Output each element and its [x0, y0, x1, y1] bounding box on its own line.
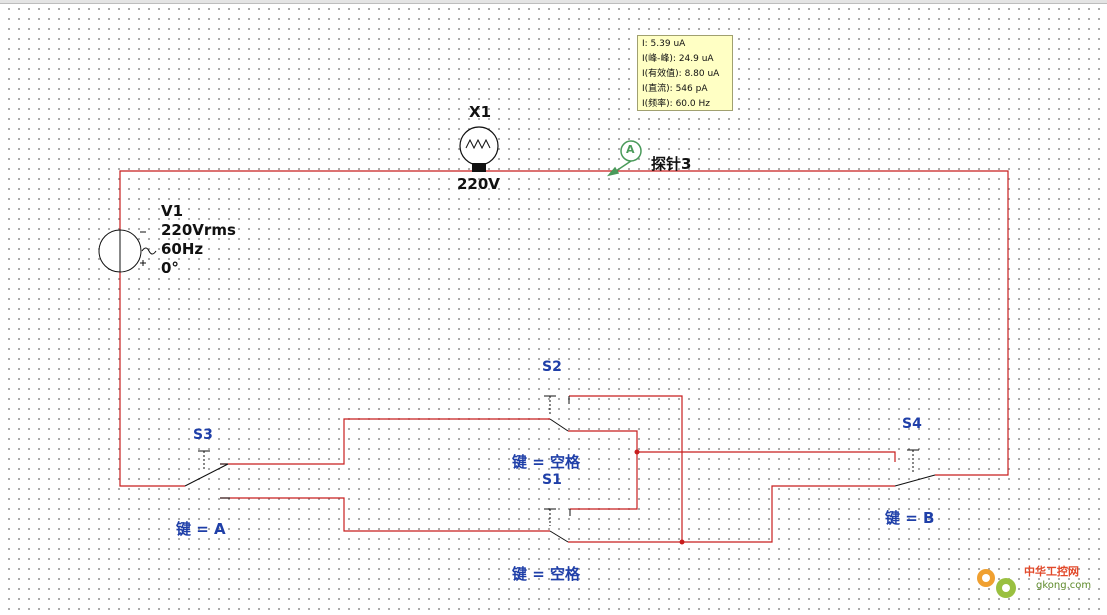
junction-1 [634, 449, 640, 455]
source-frequency: 60Hz [161, 240, 204, 258]
junction-2 [679, 539, 685, 545]
watermark-logo [977, 569, 1016, 598]
source-voltage: 220Vrms [161, 221, 236, 239]
probe-readings-tooltip: I: 5.39 uA I(峰-峰): 24.9 uA I(有效值): 8.80 … [637, 35, 733, 111]
lamp-symbol [459, 126, 499, 172]
switch-s2-key: 键 = 空格 [512, 453, 581, 471]
probe-reading-freq: I(频率): 60.0 Hz [642, 99, 710, 109]
wire-left [119, 272, 185, 487]
source-name: V1 [161, 202, 184, 220]
switch-s3-key: 键 = A [176, 520, 226, 538]
watermark-url: gkong.com [1036, 580, 1092, 591]
probe-symbol [606, 140, 642, 177]
source-phase: 0° [161, 259, 179, 277]
switch-s1-symbol [544, 508, 571, 543]
switch-s4-key: 键 = B [885, 509, 935, 527]
probe-name: 探针3 [651, 155, 692, 173]
switch-s4-name: S4 [902, 416, 922, 432]
probe-reading-dc: I(直流): 546 pA [642, 84, 708, 94]
lamp-rating: 220V [457, 175, 500, 193]
wire-to-s4 [637, 451, 896, 462]
switch-s2-name: S2 [542, 359, 562, 375]
switch-s3-symbol [184, 450, 230, 499]
probe-icon[interactable]: A [626, 143, 635, 156]
switch-s4-symbol [894, 449, 936, 487]
wire-s2-bottom [568, 430, 638, 510]
wire-s3-lower [220, 497, 550, 532]
voltage-source-symbol [98, 229, 157, 273]
probe-reading-current: I: 5.39 uA [642, 39, 686, 49]
switch-s2-symbol [544, 395, 570, 432]
switch-s1-name: S1 [542, 472, 562, 488]
lamp-name: X1 [469, 103, 492, 121]
top-ruler [0, 0, 1107, 4]
switch-s1-key: 键 = 空格 [512, 565, 581, 583]
wire-s2-top [569, 395, 683, 542]
probe-reading-pp: I(峰-峰): 24.9 uA [642, 54, 714, 64]
switch-s3-name: S3 [193, 427, 213, 443]
probe-reading-rms: I(有效值): 8.80 uA [642, 69, 720, 79]
wire-s3-upper [220, 418, 550, 465]
wire-top [119, 170, 1009, 476]
watermark-text: 中华工控网 [1024, 565, 1079, 578]
wire-s1-bottom [568, 485, 895, 543]
